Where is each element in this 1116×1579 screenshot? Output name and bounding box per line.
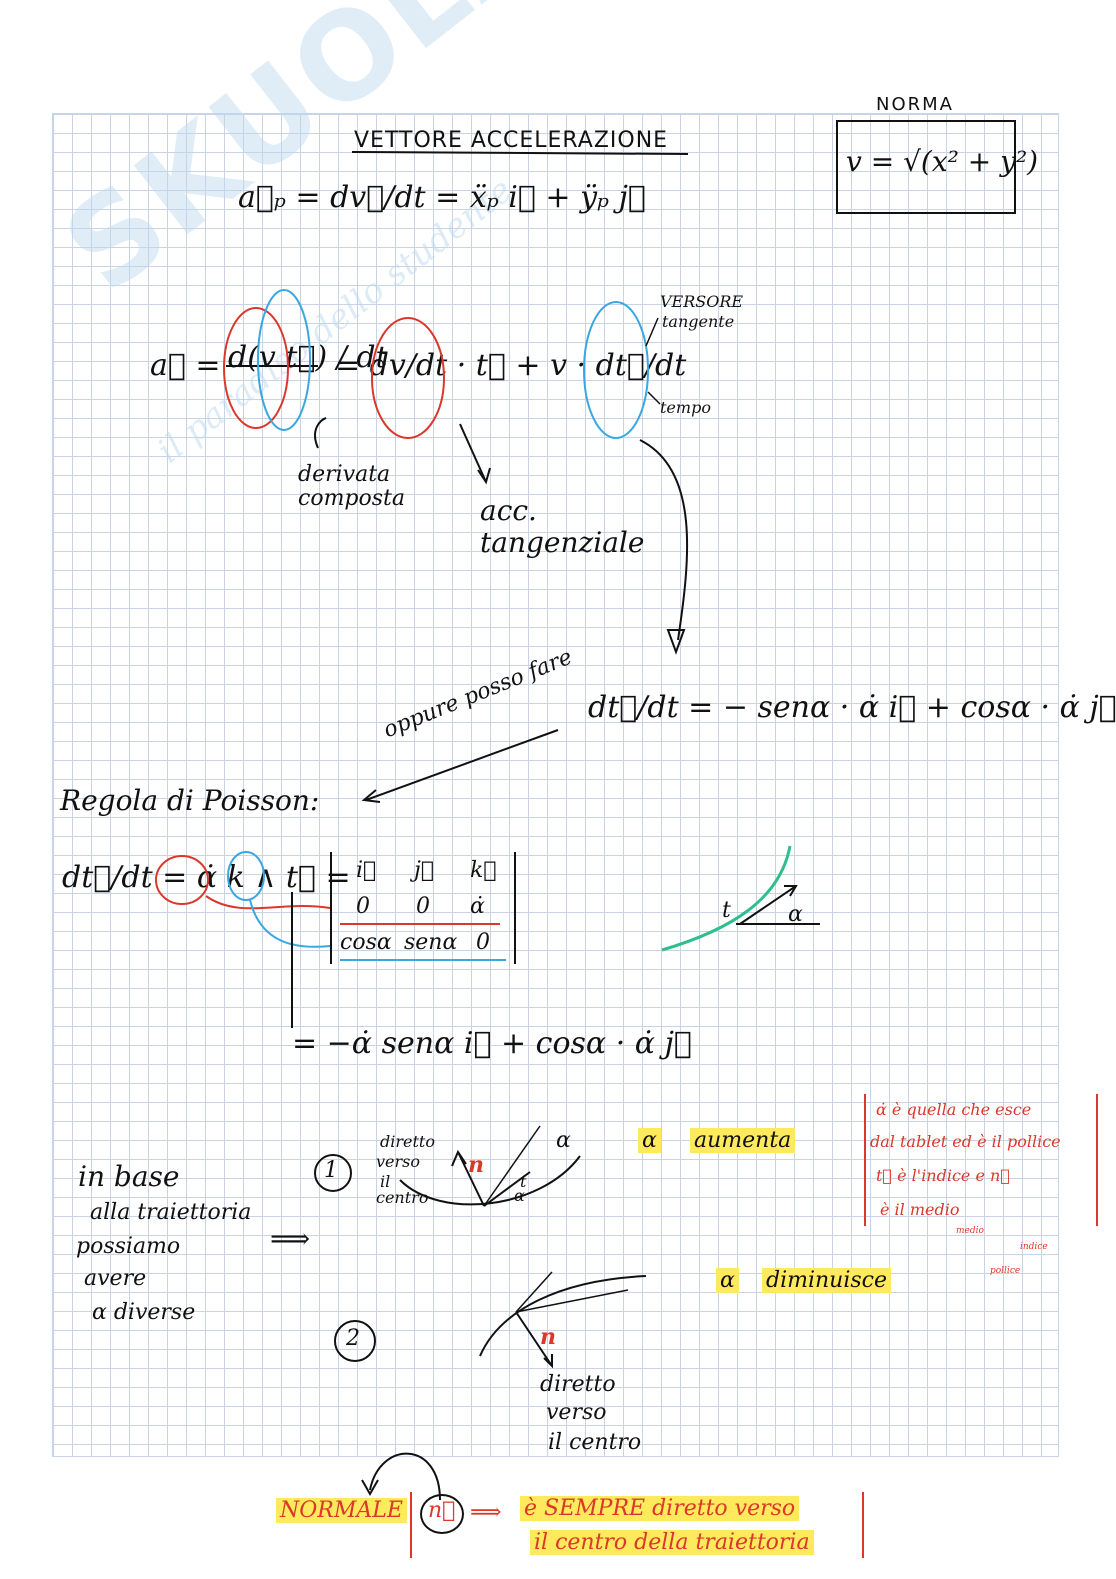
case1-circle — [314, 1154, 352, 1192]
case1-n-label: n — [468, 1152, 484, 1178]
blue-circle-t — [257, 289, 311, 431]
matrix-r3c3: 0 — [476, 930, 490, 955]
matrix-r2c2: 0 — [416, 894, 430, 919]
case2-diretto: diretto — [540, 1372, 616, 1397]
traj-line2: alla traiettoria — [90, 1200, 252, 1225]
poisson-title: Regola di Poisson: — [60, 784, 320, 817]
blue-circle-t-poisson — [227, 851, 265, 901]
red-circle-alpha-k — [155, 855, 209, 905]
red-note-line2: dal tablet ed è il pollice — [870, 1132, 1061, 1151]
blue-circle-dt-dt — [583, 301, 649, 439]
case2-alpha-label: α — [716, 1268, 739, 1293]
arrow-acc — [459, 423, 487, 483]
case1-il: il — [380, 1172, 391, 1191]
red-note-line3: t⃗ è l'indice e n⃗ — [876, 1166, 1010, 1185]
red-circle-dv-dt — [371, 317, 445, 439]
blue-arrow-to-row3 — [249, 899, 331, 948]
page-title: VETTORE ACCELERAZIONE — [354, 128, 669, 153]
case1-verso: verso — [376, 1152, 420, 1171]
red-note-small3: pollice — [990, 1266, 1021, 1276]
case1-tangent-vector — [483, 1171, 531, 1207]
red-circle-derivative — [223, 307, 289, 429]
matrix-r2c1: 0 — [356, 894, 370, 919]
case2-label: diminuisce — [762, 1268, 892, 1293]
case2-centro: il centro — [548, 1430, 642, 1455]
normale-label: NORMALE — [276, 1498, 407, 1523]
arrow-tempo — [647, 391, 661, 405]
traj-implies-arrow: ⟹ — [270, 1222, 311, 1255]
case1-normal-vector — [457, 1151, 485, 1207]
red-note-small1: medio — [956, 1226, 984, 1236]
note-composta: composta — [298, 486, 406, 511]
normale-bracket — [410, 1492, 864, 1558]
case2-circle — [334, 1320, 376, 1362]
case1-alpha-small: α — [514, 1186, 525, 1205]
case2-normal-vector — [515, 1311, 553, 1367]
case1-diretto: diretto — [380, 1132, 435, 1151]
sketch-tangent-arrow — [739, 885, 797, 925]
case2-tangent-line — [515, 1271, 553, 1313]
case2-n-label: n — [540, 1324, 556, 1350]
case1-alpha-label: α — [638, 1128, 661, 1153]
red-arrow-to-row2 — [205, 895, 331, 910]
note-acc: acc. — [480, 494, 537, 527]
arrow-to-dtdt — [639, 439, 689, 641]
red-note-bracket — [864, 1094, 1098, 1226]
red-note-line1: α̇ è quella che esce — [876, 1100, 1032, 1119]
case1-t-label: t — [520, 1172, 527, 1191]
equation-dt-dt: dt⃗/dt = − senα · α̇ i⃗ + cosα · α̇ j⃗ — [588, 690, 1116, 725]
red-note-small2: indice — [1020, 1242, 1048, 1252]
note-versore: VERSORE — [660, 292, 744, 311]
norma-box — [836, 120, 1016, 214]
red-note-line4: è il medio — [880, 1200, 960, 1219]
traj-line4: avere — [84, 1266, 147, 1291]
normale-loop-arrow — [369, 1452, 441, 1501]
matrix-r3c2: senα — [404, 930, 458, 955]
matrix-r1c1: i⃗ — [356, 858, 377, 883]
case1-alpha-top: α — [556, 1128, 571, 1153]
norma-formula: v = √(x² + y²) — [846, 145, 1039, 178]
case2-verso: verso — [546, 1400, 607, 1425]
case1-radius-line — [483, 1125, 541, 1207]
normale-arrow: ⟹ — [470, 1500, 502, 1525]
case1-number: 1 — [324, 1158, 338, 1183]
equation-a-lhs: a⃗ = — [150, 348, 221, 383]
equation-a-rhs: = dv/dt · t⃗ + v · dt⃗/dt — [335, 348, 687, 383]
norma-label: NORMA — [876, 94, 954, 115]
note-tangente: tangente — [662, 312, 735, 331]
equation-a-frac: d(v t⃗) / dt — [228, 340, 388, 375]
sketch-t-label: t — [722, 898, 731, 923]
traj-line3: possiamo — [76, 1234, 181, 1259]
equation-acceleration-vector: a⃗ₚ = dv⃗/dt = ẍₚ i⃗ + ÿₚ j⃗ — [238, 180, 646, 215]
traj-line1: in base — [78, 1160, 180, 1193]
traj-line5: α diverse — [92, 1300, 196, 1325]
case1-label: aumenta — [690, 1128, 796, 1153]
case2-radius-line — [515, 1289, 629, 1313]
arrow-derivata — [314, 417, 327, 449]
normale-line1: è SEMPRE diretto verso — [520, 1496, 800, 1521]
normale-n-circle — [420, 1494, 464, 1534]
matrix-r3c1: cosα — [340, 930, 392, 955]
normale-line2: il centro della traiettoria — [530, 1530, 814, 1555]
matrix-r1c2: j⃗ — [414, 858, 435, 883]
case2-trajectory — [479, 1275, 647, 1357]
matrix-r1c3: k⃗ — [470, 858, 497, 883]
arrow-oppure — [365, 729, 559, 801]
title-underline — [351, 151, 689, 155]
determinant-matrix — [330, 852, 516, 964]
sketch-alpha-label: α — [788, 902, 803, 927]
arrow-versore — [645, 317, 659, 347]
poisson-result: = −α̇ senα i⃗ + cosα · α̇ j⃗ — [292, 1026, 692, 1061]
case1-trajectory — [399, 1155, 581, 1206]
case1-centro: centro — [376, 1188, 429, 1207]
note-derivata: derivata — [298, 462, 391, 487]
matrix-r2c3: α̇ — [470, 894, 485, 919]
note-tangenziale: tangenziale — [480, 526, 645, 559]
normale-n: n⃗ — [428, 1498, 456, 1523]
graph-paper-grid — [52, 113, 1059, 1457]
note-tempo: tempo — [660, 398, 711, 417]
green-trajectory-curve — [661, 845, 792, 952]
case2-number: 2 — [346, 1326, 360, 1351]
